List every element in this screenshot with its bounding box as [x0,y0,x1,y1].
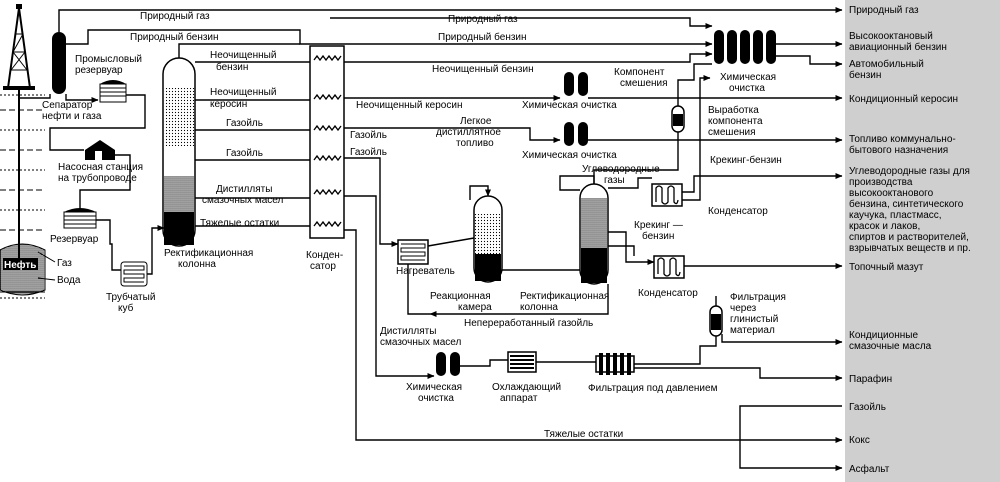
separator-vessel [52,32,66,94]
condenser-2 [651,183,683,207]
oil-label: Нефть [4,259,36,271]
clay-filtration-vessel [709,305,723,337]
pressure-filtration [595,353,635,375]
product-hydrocarbon-gases: Углеводородные газы для производства выс… [849,166,973,254]
flow-cracked-gasoline-1: Крекинг-бензин [710,154,782,166]
product-natural-gas: Природный газ [849,5,919,16]
product-gas-oil: Газойль [849,402,886,413]
gas-label: Газ [57,258,72,269]
flow-natural-gas-top: Природный газ [140,11,210,22]
tank-label: Резервуар [50,234,99,245]
pressure-filtration-label: Фильтрация под давлением [588,383,718,394]
flow-natural-gasoline-2: Природный бензин [438,31,527,43]
flow-crude-gasoline-2: Неочищенный бензин [432,63,534,75]
flow-gas-oil-3: Газойль [226,148,263,159]
water-label: Вода [57,275,81,286]
flow-unconverted-gas-oil: Непереработанный газойль [464,317,593,329]
condenser-2-label: Конденсатор [708,206,768,217]
condenser-1-label: Конден-сатор [306,250,343,272]
flow-natural-gasoline-1: Природный бензин [130,31,219,43]
chemical-treatment-1-label: Химическая очистка [522,100,617,111]
fractionating-column-2 [579,183,609,285]
chemical-treatment-4 [436,352,460,376]
flow-gas-oil-4: Газойль [350,147,387,158]
flow-gas-oil-1: Газойль [226,118,263,129]
chemical-treatment-2 [564,122,588,146]
chemical-treatment-1 [564,72,588,96]
flow-heavy-residue-2: Тяжелые остатки [544,429,623,440]
heater-label: Нагреватель [396,266,455,277]
field-tank-icon [99,80,127,103]
product-asphalt: Асфальт [849,463,890,475]
heater [397,239,429,265]
condenser-1 [309,45,345,239]
flow-gas-oil-2: Газойль [350,130,387,141]
condenser-3 [653,255,685,279]
blend-production-vessel [671,105,685,133]
cooler [507,351,537,373]
chemical-treatment-2-label: Химическая очистка [522,150,617,161]
product-coke: Кокс [849,435,870,446]
product-fuel-oil: Топочный мазут [849,262,924,273]
fractionating-column-1 [162,57,196,247]
reaction-chamber [473,195,503,283]
flow-crude-kerosene-2: Неочищенный керосин [356,100,462,111]
flow-heavy-residue-1: Тяжелые остатки [200,218,279,229]
tank-icon [63,208,97,229]
product-household-fuel: Топливо коммунально-бытового назначения [849,134,956,156]
oil-derrick-icon [3,4,35,90]
products-panel [845,0,1000,482]
chemical-treatment-3 [714,30,776,64]
product-paraffin: Парафин [849,373,892,385]
oil-reservoir-strata [0,94,46,299]
condenser-3-label: Конденсатор [638,288,698,299]
product-kerosene: Кондиционный керосин [849,94,958,105]
flow-natural-gas-2: Природный газ [448,14,518,25]
pump-station-icon [85,140,115,160]
tube-still-icon [120,261,148,287]
flow-cracked-gasoline-2: Крекинг —бензин [634,220,683,242]
